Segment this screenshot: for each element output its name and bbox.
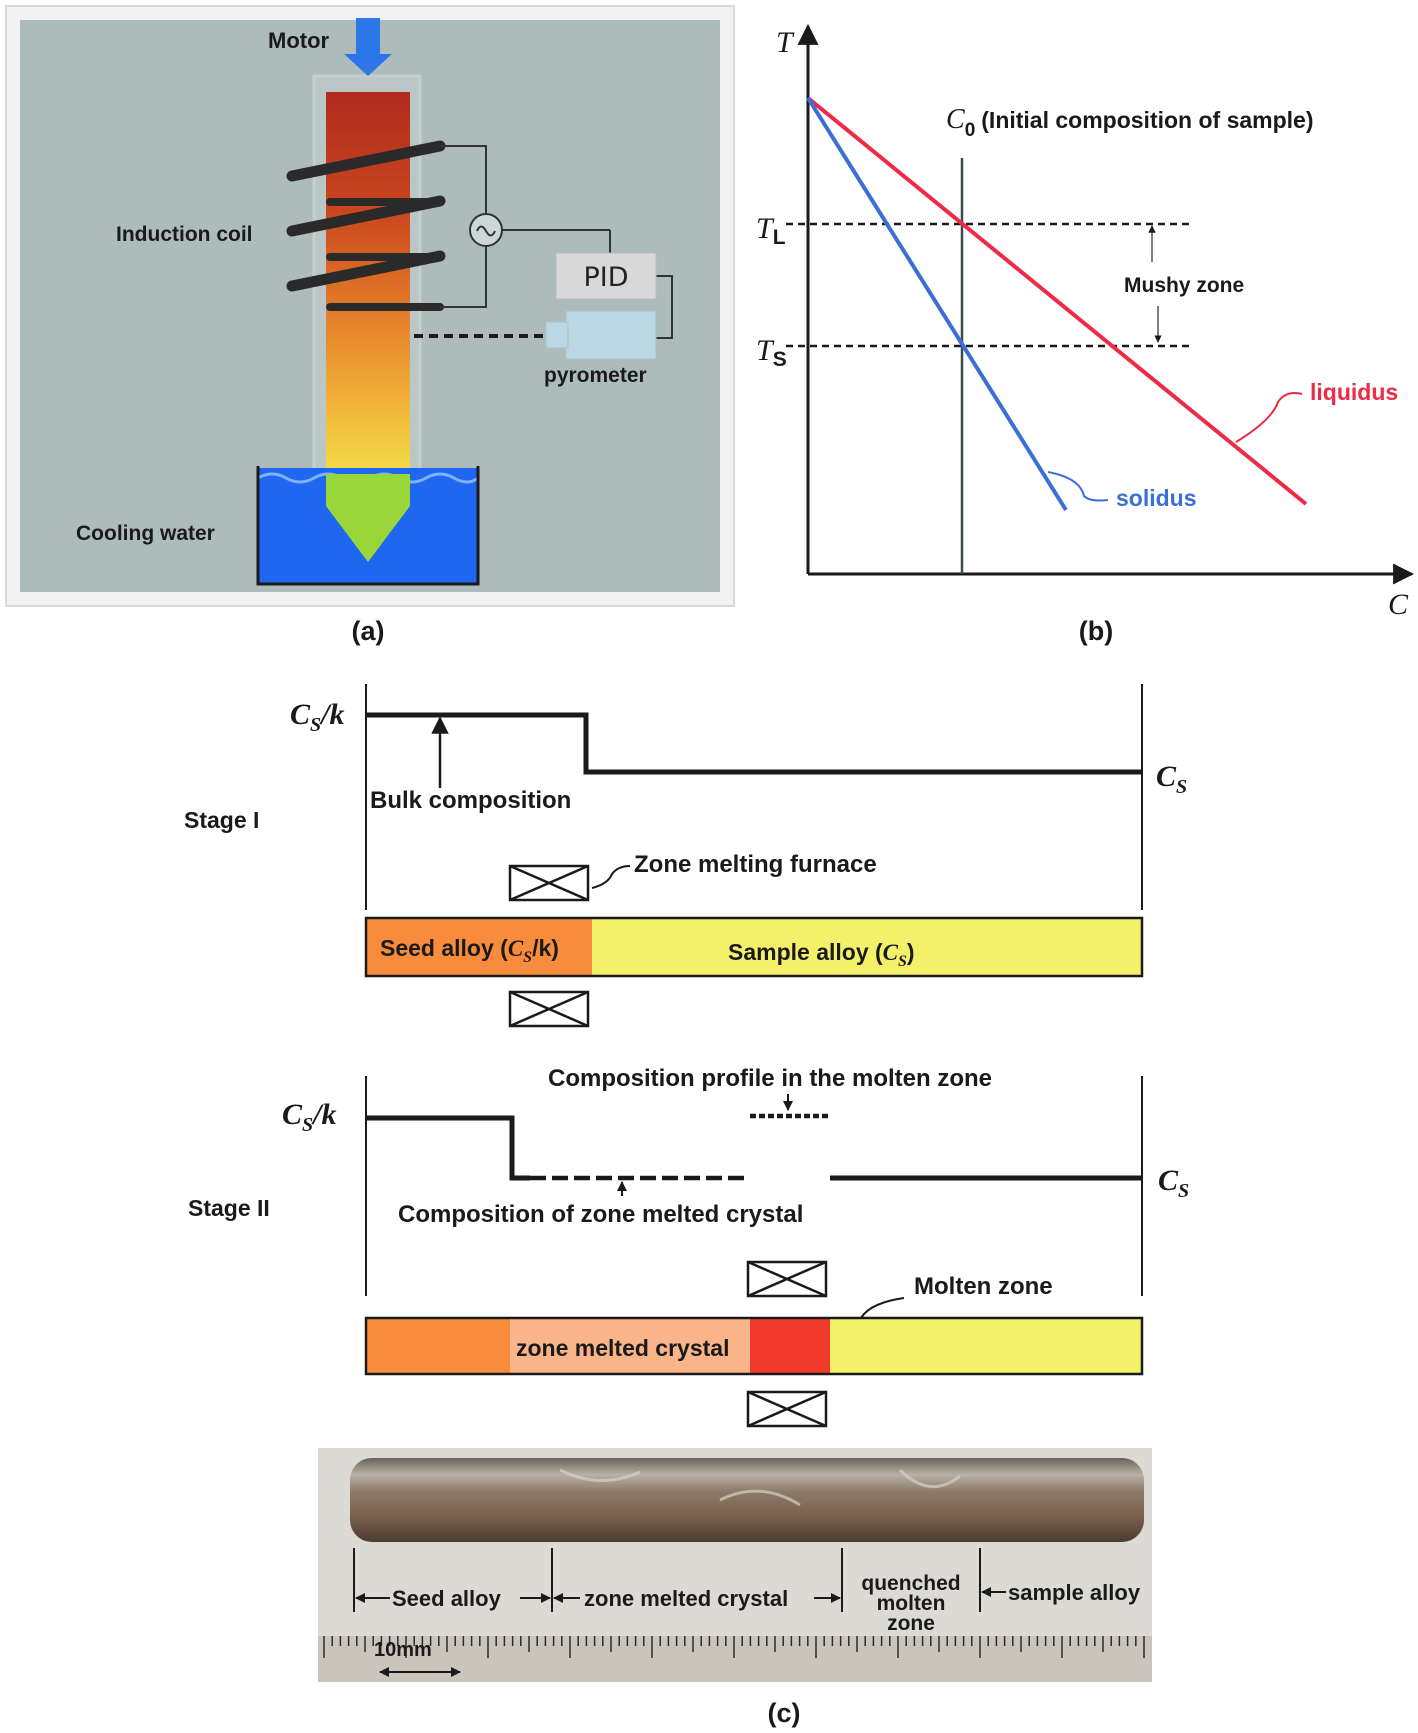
induction-coil <box>286 140 446 311</box>
liquidus-line <box>806 96 1308 506</box>
rod-scratches <box>559 1468 961 1507</box>
stage2-molten-bar <box>750 1318 830 1374</box>
stage-2: CS/k CS Composition profile in the molte… <box>188 1065 1189 1428</box>
tl-label: TL <box>756 212 786 249</box>
stage2-label: Stage II <box>188 1195 270 1221</box>
composition-crystal-label: Composition of zone melted crystal <box>398 1201 803 1228</box>
tank-outline <box>256 466 480 586</box>
sample-alloy-label: Sample alloy (CS) <box>728 939 915 970</box>
panel-c-caption: (c) <box>768 1698 801 1728</box>
t-axis-label: T <box>776 26 795 59</box>
motor-arrow-icon <box>344 18 392 76</box>
stage2-cs-over-k-label: CS/k <box>282 1098 336 1136</box>
stage2-seed-profile <box>366 1115 530 1181</box>
scale-label: 10mm <box>374 1639 432 1661</box>
stage-1: CS/k CS Bulk composition Stage I Zone me… <box>184 684 1187 1028</box>
stage2-rod-outline <box>364 1316 1144 1376</box>
stage1-rod-outline <box>364 916 1144 978</box>
zone-melted-crystal-label: zone melted crystal <box>516 1335 729 1361</box>
panel-b-caption: (b) <box>1079 616 1113 646</box>
composition-profile-molten-label: Composition profile in the molten zone <box>548 1065 992 1092</box>
liquidus-label: liquidus <box>1310 379 1398 405</box>
ac-wave-icon <box>476 225 496 237</box>
solidus-line <box>806 96 1068 512</box>
pid-controller-box <box>555 252 657 300</box>
bulk-composition-label: Bulk composition <box>370 787 571 814</box>
c0-label: C0(Initial composition of sample) <box>946 104 1314 141</box>
stage1-furnace-top <box>508 864 590 902</box>
stage2-crystal-bar <box>510 1318 750 1374</box>
panel-a: Motor Induction coil PID pyrometer <box>5 5 735 646</box>
ruler <box>318 1636 1152 1682</box>
pid-label: PID <box>583 262 628 293</box>
sample-rod <box>350 1458 1144 1542</box>
liquidus-leader <box>1235 392 1303 443</box>
panel-a-caption: (a) <box>352 616 385 646</box>
section-markers <box>353 1548 981 1612</box>
ruler-ticks <box>323 1636 1145 1658</box>
photo-molten-label: molten <box>877 1592 946 1615</box>
pyrometer-lens <box>545 321 569 349</box>
seed-alloy-label: Seed alloy (CS/k) <box>380 935 559 966</box>
sample-photo: Seed alloy zone melted crystal quenched … <box>318 1448 1152 1728</box>
stage1-furnace-bottom <box>508 990 590 1028</box>
stage2-cs-label: CS <box>1158 1164 1189 1202</box>
stage2-furnace-top <box>746 1260 828 1298</box>
stage2-furnace-bottom <box>746 1390 828 1428</box>
mushy-zone-label: Mushy zone <box>1124 274 1244 297</box>
molten-zone-label: Molten zone <box>914 1273 1053 1300</box>
pyrometer-label: pyrometer <box>544 364 647 387</box>
photo-zone-label: zone <box>887 1612 935 1635</box>
photo-sample-alloy-label: sample alloy <box>1008 1580 1141 1605</box>
ts-label: TS <box>756 334 787 371</box>
coil-circuit <box>440 145 673 339</box>
stage1-cs-over-k-label: CS/k <box>290 698 344 736</box>
seed-alloy-bar <box>366 918 592 976</box>
solidus-leader <box>1047 471 1109 502</box>
stage1-composition-profile <box>366 712 1142 775</box>
c-axis-label: C <box>1388 588 1409 621</box>
panel-b: T C C0(Initial composition of sample) TL… <box>756 23 1415 646</box>
stage1-cs-label: CS <box>1156 760 1187 798</box>
stage1-label: Stage I <box>184 807 259 833</box>
induction-coil-label: Induction coil <box>116 223 253 246</box>
stage2-sample-bar <box>830 1318 1142 1374</box>
sample-alloy-bar <box>592 918 1142 976</box>
cooling-water-label: Cooling water <box>76 522 215 545</box>
photo-seed-alloy-label: Seed alloy <box>392 1586 502 1611</box>
pyrometer-body <box>565 310 657 360</box>
solidus-label: solidus <box>1116 485 1197 511</box>
zone-melting-furnace-label: Zone melting furnace <box>634 851 877 878</box>
photo-crystal-label: zone melted crystal <box>584 1586 788 1611</box>
solidified-cone <box>326 474 410 562</box>
photo-quenched-label: quenched <box>861 1572 960 1595</box>
motor-label: Motor <box>268 28 330 53</box>
furnace-leader <box>591 865 631 889</box>
stage2-seed-bar <box>366 1318 510 1374</box>
